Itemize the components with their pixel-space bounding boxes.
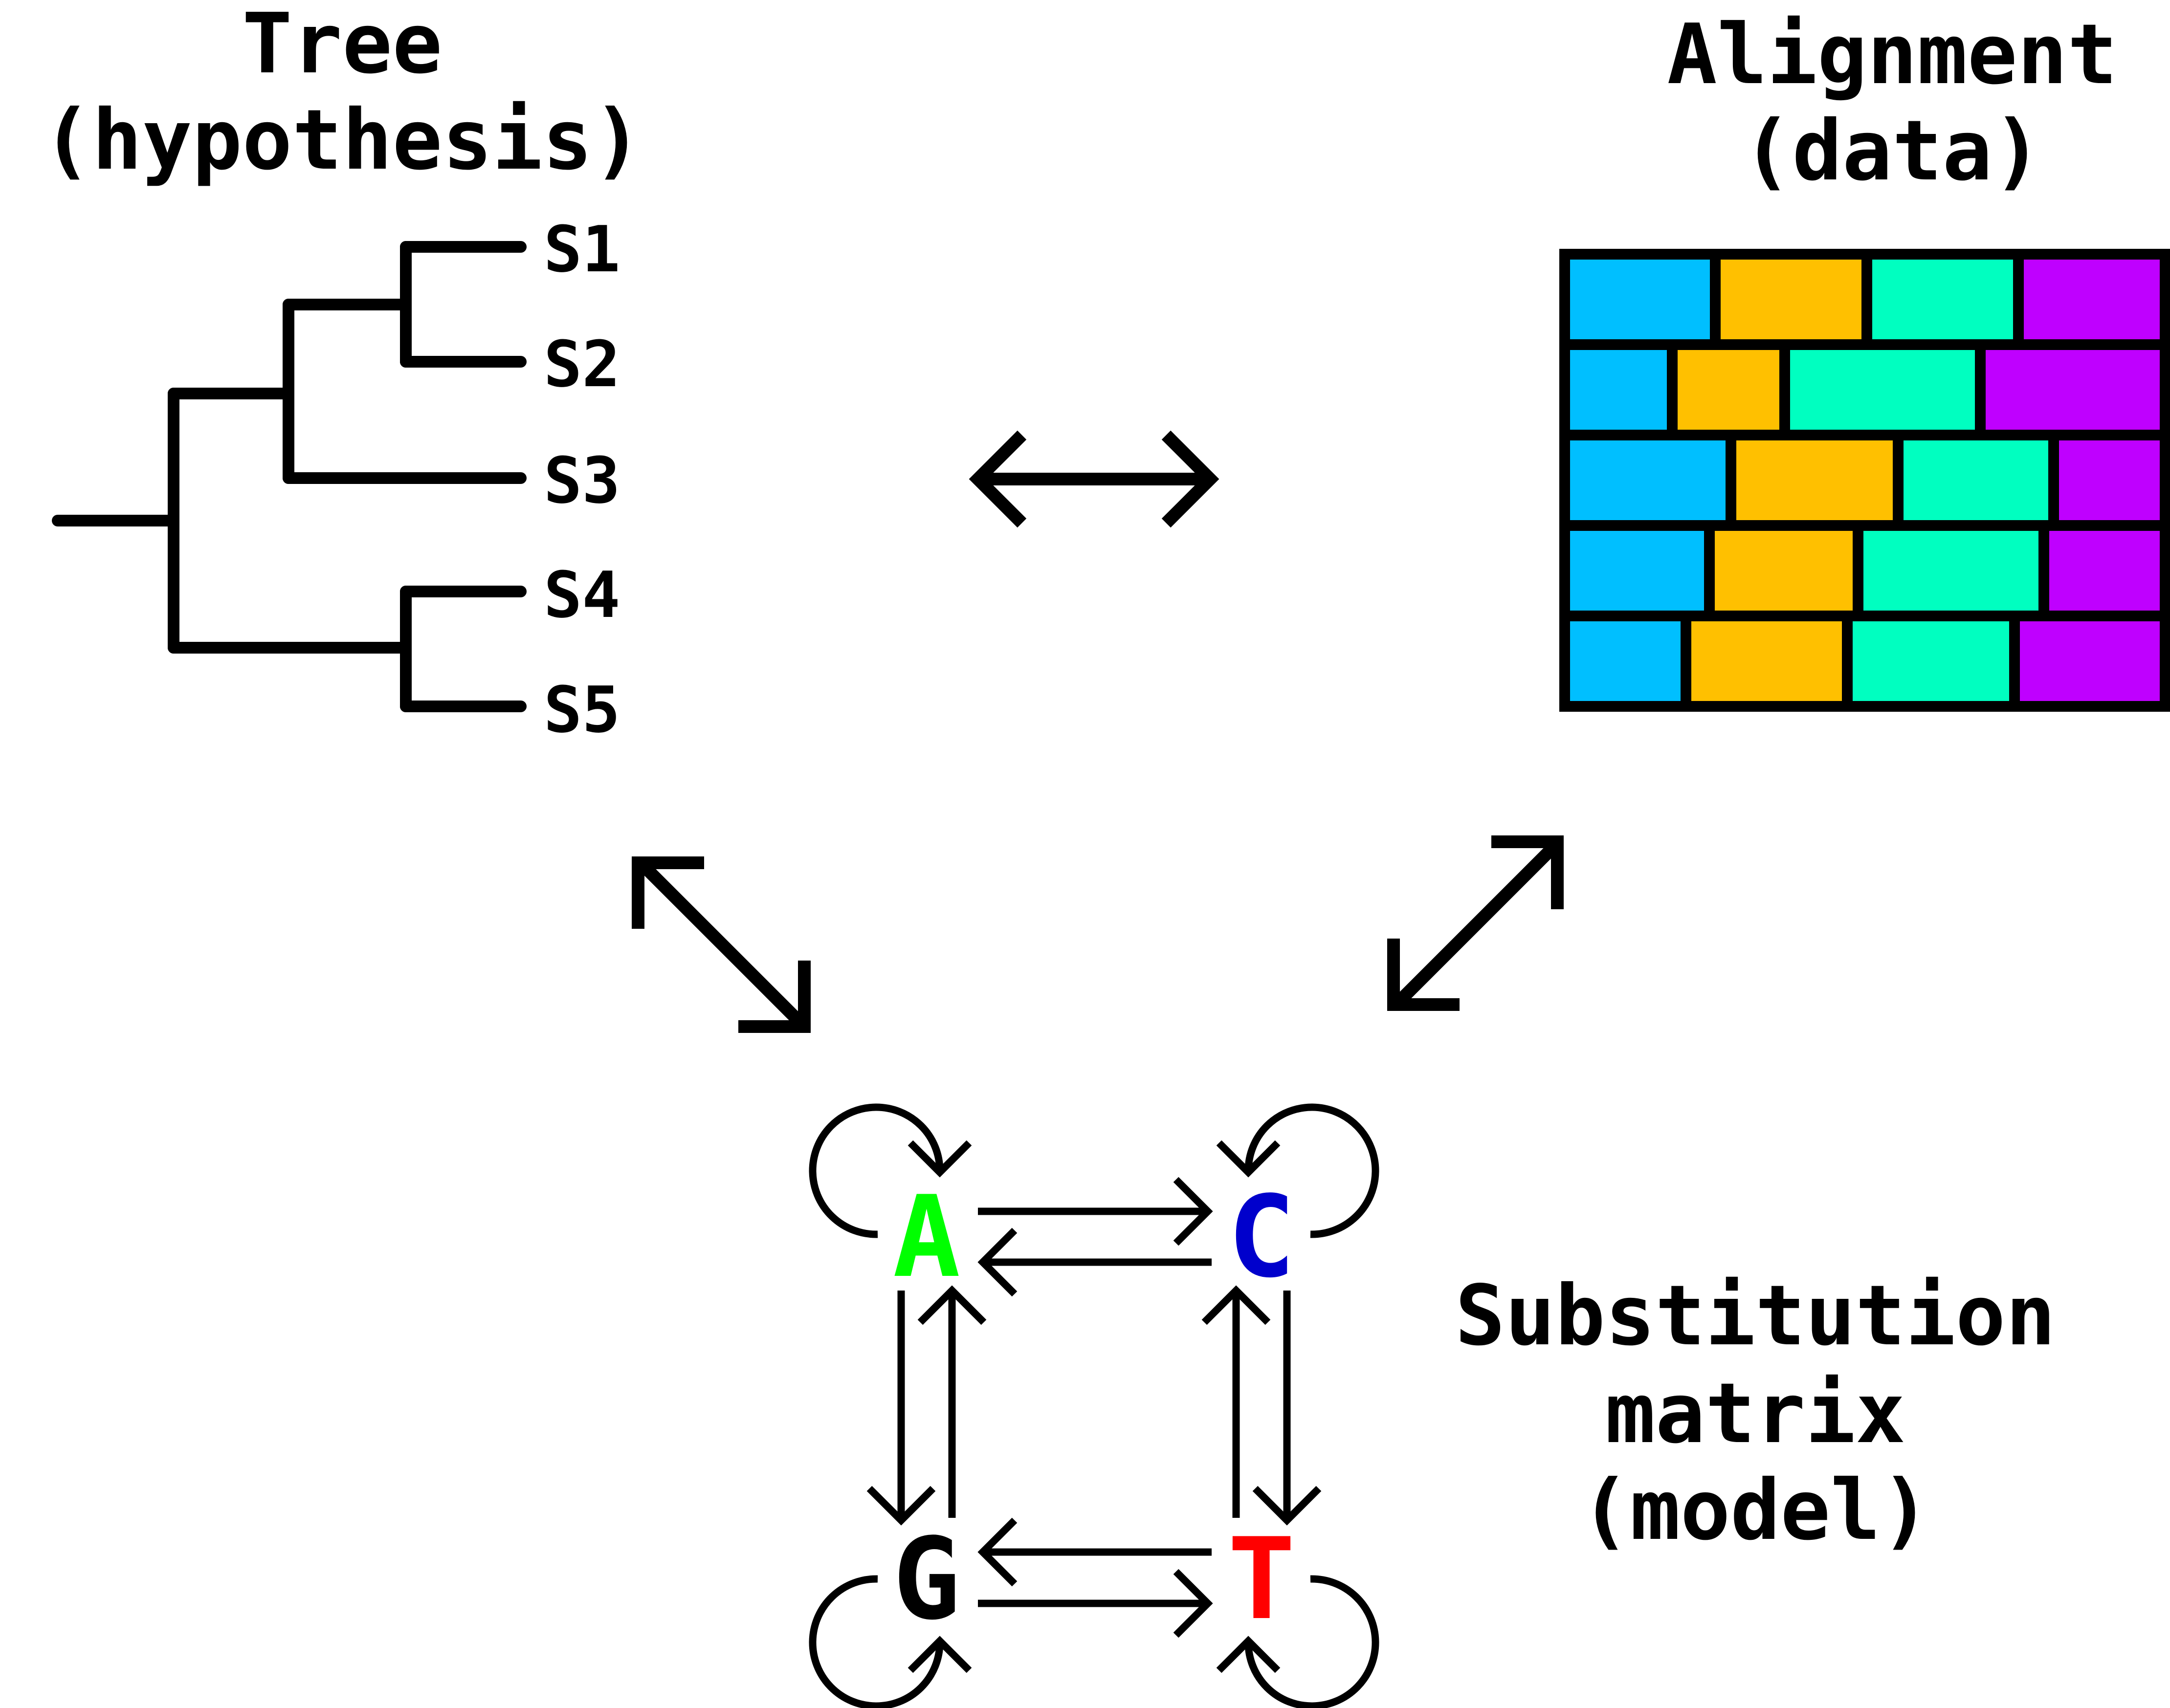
alignment-cell: [1559, 249, 1721, 350]
phylogenetic-tree: [52, 241, 527, 712]
alignment-cell: [1861, 249, 2024, 350]
nucleotide-a: A: [893, 1172, 960, 1303]
alignment-cell: [2038, 520, 2170, 621]
tree-leaf-s3: S3: [544, 443, 620, 518]
alignment-grid: [1559, 249, 2170, 712]
alignment-cell: [1559, 430, 1736, 531]
alignment-cell: [1975, 339, 2170, 440]
alignment-cell: [1667, 339, 1790, 440]
transition-arrows: [866, 1177, 1322, 1638]
tree-leaf-s2: S2: [544, 327, 620, 401]
self-loop-arrows: [809, 1103, 1379, 1708]
model-subtitle: matrix: [1605, 1365, 1905, 1462]
tree-leaf-s1: S1: [544, 212, 620, 286]
alignment-cell: [1681, 611, 1853, 712]
alignment-cell: [1559, 339, 1678, 440]
alignment-cell: [1893, 430, 2059, 531]
alignment-cell: [2009, 611, 2170, 712]
arrow-alignment-model: [1387, 835, 1564, 1011]
alignment-cell: [1559, 611, 1691, 712]
alignment-cell: [1853, 520, 2049, 621]
tree-title: Tree: [242, 0, 442, 92]
alignment-cell: [1559, 520, 1715, 621]
alignment-cell: [1842, 611, 2020, 712]
model-subtitle-2: (model): [1580, 1462, 1930, 1559]
arrow-tree-alignment: [969, 430, 1219, 528]
tree-subtitle: (hypothesis): [42, 92, 642, 189]
nucleotide-t: T: [1228, 1514, 1295, 1645]
model-title: Substitution: [1455, 1268, 2056, 1364]
alignment-title: Alignment: [1667, 6, 2117, 103]
tree-leaf-s5: S5: [544, 673, 620, 747]
tree-leaf-s4: S4: [544, 558, 620, 632]
alignment-subtitle: (data): [1742, 103, 2042, 199]
alignment-cell: [2048, 430, 2170, 531]
alignment-cell: [1710, 249, 1872, 350]
alignment-cell: [2013, 249, 2170, 350]
nucleotide-c: C: [1228, 1172, 1295, 1303]
arrow-tree-model: [632, 856, 811, 1033]
alignment-cell: [1726, 430, 1904, 531]
nucleotide-g: G: [893, 1514, 960, 1645]
alignment-cell: [1704, 520, 1863, 621]
alignment-cell: [1779, 339, 1986, 440]
